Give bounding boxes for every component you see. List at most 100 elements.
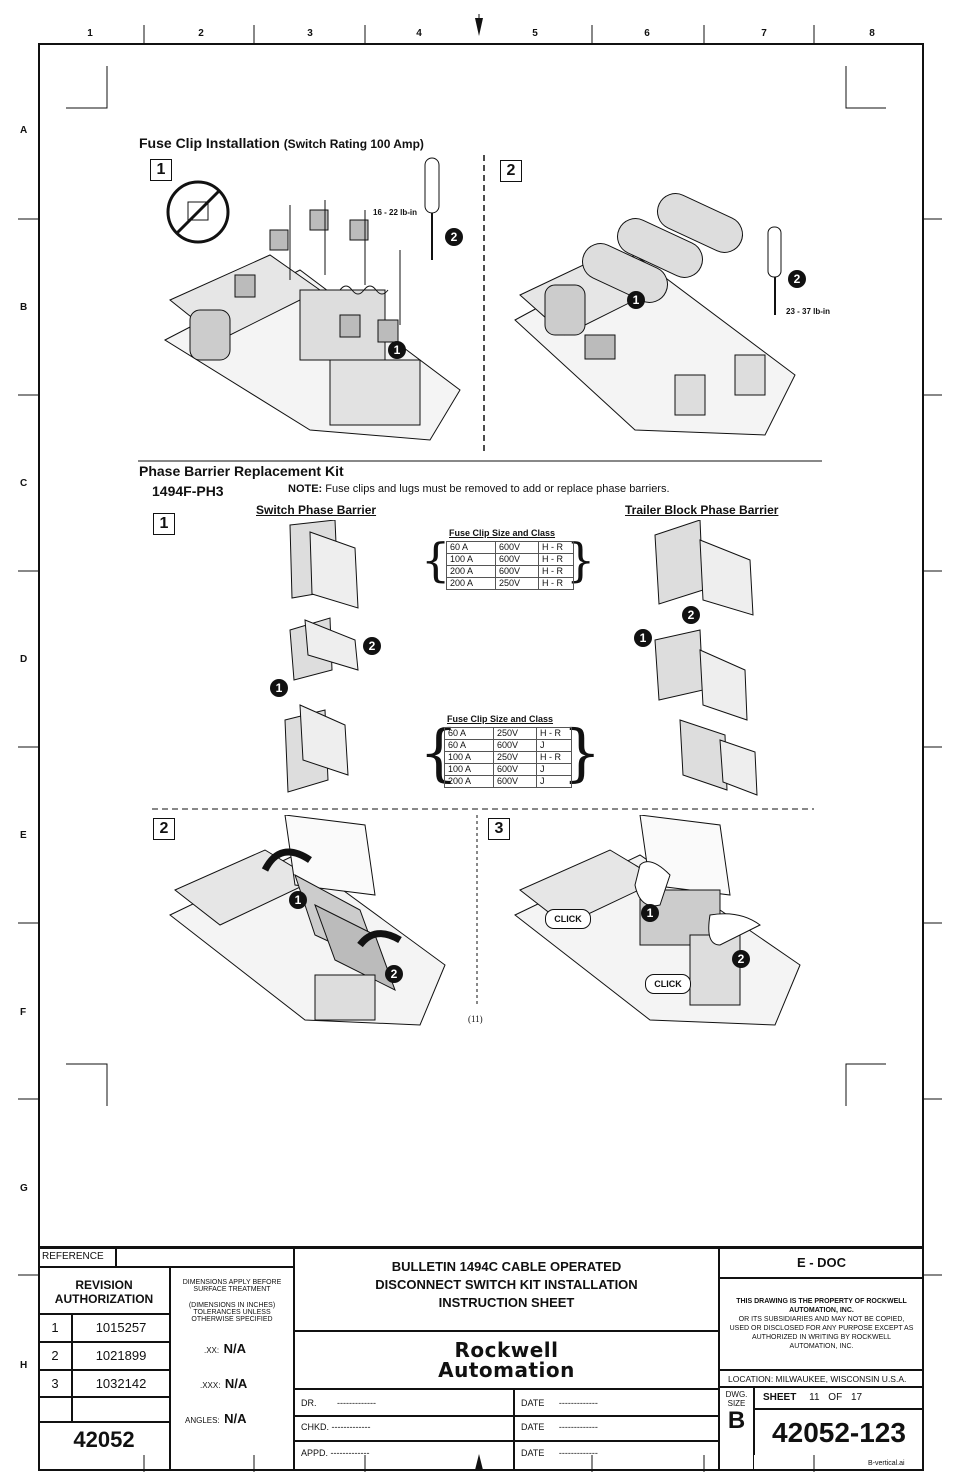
fuse-install-illustration: [514, 193, 796, 436]
file-name: B-vertical.ai: [868, 1460, 905, 1467]
zone-col-1: 1: [87, 28, 93, 39]
barrier-step-3-box: 3: [488, 818, 510, 840]
date-value: -------------: [558, 1398, 598, 1408]
chkd-field: CHKD. -------------: [294, 1416, 514, 1441]
barrier-insert-illustration: [169, 815, 446, 1026]
table-cell: 200 A: [446, 565, 496, 578]
table-cell: 600V: [493, 763, 537, 776]
angles-label: ANGLES:: [185, 1416, 220, 1425]
dr-value: -------------: [337, 1398, 376, 1408]
reference-field: [116, 1248, 294, 1267]
table-cell: 600V: [493, 739, 537, 752]
table-cell: 600V: [495, 565, 539, 578]
rev-num-2: 2: [38, 1342, 72, 1370]
step-marker-1b: 1: [627, 291, 645, 309]
click-label-1: CLICK: [545, 909, 591, 929]
zone-col-4: 4: [416, 28, 422, 39]
switch-phase-barrier-label: Switch Phase Barrier: [256, 503, 377, 517]
revision-authorization-label: REVISION AUTHORIZATION: [38, 1267, 170, 1314]
barrier-click-illustration: [514, 815, 801, 1026]
table-cell: H - R: [538, 553, 574, 566]
table-cell: J: [536, 739, 572, 752]
date-value: -------------: [558, 1448, 598, 1458]
note-text: Fuse clips and lugs must be removed to a…: [325, 483, 670, 495]
xxx-value: N/A: [224, 1376, 248, 1391]
note-label: NOTE:: [288, 483, 323, 495]
table-cell: 600V: [493, 775, 537, 788]
zone-col-5: 5: [532, 28, 538, 39]
property-line-1: THIS DRAWING IS THE PROPERTY OF ROCKWELL…: [736, 1298, 907, 1314]
xx-label: .XX:: [204, 1346, 220, 1355]
rev-auth-2: 1021899: [72, 1342, 170, 1370]
chkd-value: -------------: [331, 1422, 371, 1432]
appd-label: APPD.: [301, 1448, 329, 1458]
date-value: -------------: [558, 1422, 598, 1432]
zone-row-h: H: [20, 1360, 28, 1371]
rev-auth-3: 1032142: [72, 1370, 170, 1397]
zone-col-6: 6: [644, 28, 650, 39]
table-cell: 60 A: [446, 541, 496, 554]
table-cell: 100 A: [446, 553, 496, 566]
table-cell: 60 A: [444, 739, 494, 752]
table1-brace-left: {: [421, 533, 451, 587]
trailer-phase-barrier-label: Trailer Block Phase Barrier: [625, 503, 779, 517]
insert-marker-2: 2: [385, 965, 403, 983]
barrier-marker-2: 2: [363, 637, 381, 655]
dr-date-field: DATE -------------: [514, 1389, 719, 1416]
barrier-marker-1: 1: [270, 679, 288, 697]
dimensions-panel: [170, 1267, 294, 1471]
table-cell: 200 A: [444, 775, 494, 788]
fuse-clip-install-illustration: [163, 157, 461, 441]
torque-label-1: 16 - 22 lb-in: [373, 208, 418, 217]
fuse-step-1-box: 1: [150, 159, 172, 181]
table-cell: J: [536, 775, 572, 788]
barrier-step-1-box: 1: [153, 513, 175, 535]
tolerance-angles: ANGLES: N/A: [185, 1410, 247, 1428]
phase-barrier-title: Phase Barrier Replacement Kit: [139, 463, 344, 479]
zone-row-e: E: [20, 830, 27, 841]
table-cell: 100 A: [444, 751, 494, 764]
fuse-clip-title-text: Fuse Clip Installation: [139, 135, 280, 151]
table-cell: J: [536, 763, 572, 776]
table-cell: H - R: [536, 751, 572, 764]
rev-num-1: 1: [38, 1314, 72, 1342]
rev-num-3: 3: [38, 1370, 72, 1397]
page-number: (11): [468, 1014, 483, 1024]
date-label: DATE: [521, 1448, 545, 1458]
drawing-title-line-2: DISCONNECT SWITCH KIT INSTALLATION: [375, 1277, 638, 1292]
zone-row-d: D: [20, 654, 28, 665]
zone-col-3: 3: [307, 28, 313, 39]
property-line-2: OR ITS SUBSIDIARIES AND MAY NOT BE COPIE…: [729, 1316, 914, 1350]
table-cell: 200 A: [446, 577, 496, 590]
dwg-size-box: DWG. SIZE B: [719, 1387, 754, 1471]
angles-value: N/A: [224, 1411, 247, 1426]
appd-field: APPD. -------------: [294, 1441, 514, 1471]
zone-col-8: 8: [869, 28, 875, 39]
table-cell: 250V: [493, 727, 537, 740]
drawing-title: BULLETIN 1494C CABLE OPERATED DISCONNECT…: [294, 1248, 719, 1331]
sheet-number: 11: [809, 1392, 820, 1403]
dwg-size-label: DWG. SIZE: [725, 1390, 748, 1408]
zone-row-b: B: [20, 302, 28, 313]
date-label: DATE: [521, 1422, 545, 1432]
trailer-marker-1: 1: [634, 629, 652, 647]
fuse-clip-title-sub: (Switch Rating 100 Amp): [283, 137, 424, 151]
logo-line-2: Automation: [438, 1358, 575, 1382]
table-cell: 600V: [495, 553, 539, 566]
document-number: 42052: [38, 1422, 170, 1471]
drawing-title-line-1: BULLETIN 1494C CABLE OPERATED: [391, 1259, 622, 1274]
chkd-label: CHKD.: [301, 1422, 330, 1432]
dim-note-2: (DIMENSIONS IN INCHES) TOLERANCES UNLESS…: [188, 1302, 276, 1323]
sheet-label: SHEET: [763, 1392, 797, 1403]
zone-row-a: A: [20, 125, 28, 136]
fuse-step-2-box: 2: [500, 160, 522, 182]
